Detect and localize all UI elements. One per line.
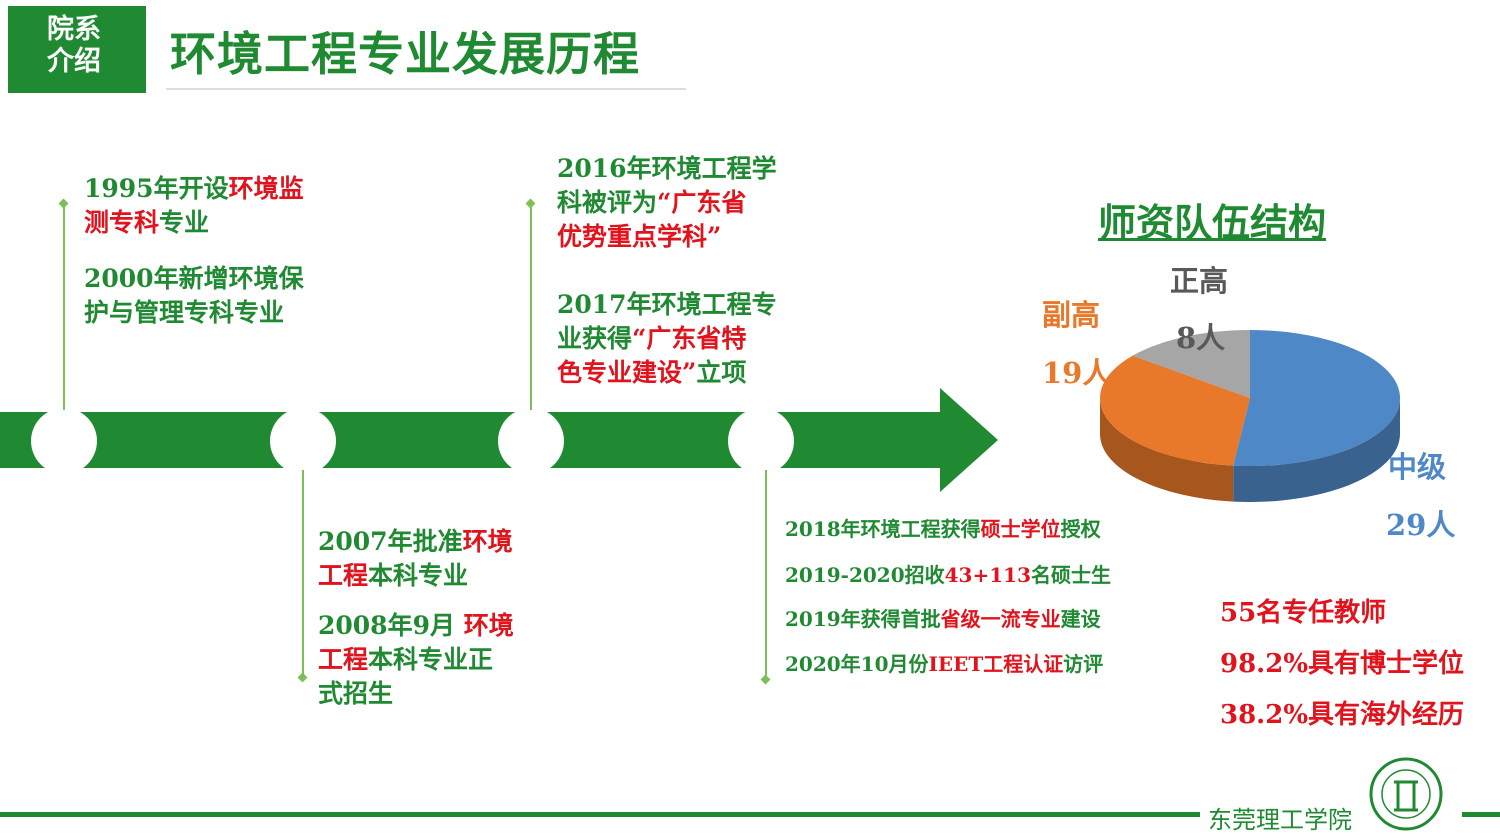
section-badge-label: 院系 介绍 (47, 14, 101, 77)
connector-line-4 (765, 470, 767, 680)
pie-slice-中级 (1233, 330, 1400, 466)
timeline-node-2 (270, 408, 336, 474)
event-2000: 2000年新增环境保 护与管理专科专业 (84, 264, 304, 327)
school-name: 东莞理工学院 (1208, 806, 1352, 834)
section-badge (8, 6, 146, 93)
event-2019-enroll: 2019-2020招收43+113名硕士生 (785, 563, 1111, 587)
connector-dot (525, 198, 536, 209)
pie-side-中级 (1233, 398, 1400, 502)
label-zhenggao-count: 8人 (1176, 321, 1226, 355)
event-1995: 1995年开设环境监 测专科专业 (84, 174, 304, 237)
connector-dot (760, 674, 771, 685)
connector-dot (297, 672, 308, 683)
label-fugao-count: 19人 (1042, 356, 1112, 390)
event-2018: 2018年环境工程获得硕士学位授权 (785, 517, 1101, 541)
connector-line-2 (302, 470, 304, 678)
stat-phd: 98.2%具有博士学位 (1220, 649, 1465, 679)
connector-line-1 (63, 204, 65, 410)
event-2007: 2007年批准环境 工程本科专业 (318, 527, 513, 590)
event-2008: 2008年9月 环境 工程本科专业正 式招生 (318, 611, 514, 708)
stat-overseas: 38.2%具有海外经历 (1220, 700, 1465, 730)
school-logo-icon (1369, 757, 1443, 831)
faculty-pie-chart (1100, 330, 1400, 502)
label-zhongji-count: 29人 (1386, 508, 1456, 542)
faculty-title: 师资队伍结构 (1098, 201, 1327, 245)
connector-line-3 (530, 204, 532, 410)
timeline-node-3 (498, 408, 564, 474)
event-2020: 2020年10月份IEET工程认证访评 (785, 652, 1104, 676)
event-2019-major: 2019年获得首批省级一流专业建设 (785, 607, 1101, 631)
page-title: 环境工程专业发展历程 (170, 27, 640, 81)
pie-slice-副高 (1100, 355, 1250, 466)
title-divider (166, 88, 686, 90)
label-zhenggao: 正高 (1170, 264, 1229, 298)
footer-line-right (1462, 812, 1500, 817)
label-fugao: 副高 (1042, 298, 1101, 332)
connector-dot (58, 198, 69, 209)
footer-line (0, 812, 1200, 817)
pie-slice-正高 (1132, 330, 1250, 398)
timeline-node-4 (728, 408, 794, 474)
event-2017: 2017年环境工程专 业获得“广东省特 色专业建设”立项 (557, 290, 777, 387)
stat-teachers: 55名专任教师 (1220, 598, 1387, 628)
event-2016: 2016年环境工程学 科被评为“广东省 优势重点学科” (557, 154, 777, 251)
timeline-node-1 (31, 408, 97, 474)
label-zhongji: 中级 (1388, 450, 1447, 484)
pie-side-副高 (1100, 398, 1234, 502)
